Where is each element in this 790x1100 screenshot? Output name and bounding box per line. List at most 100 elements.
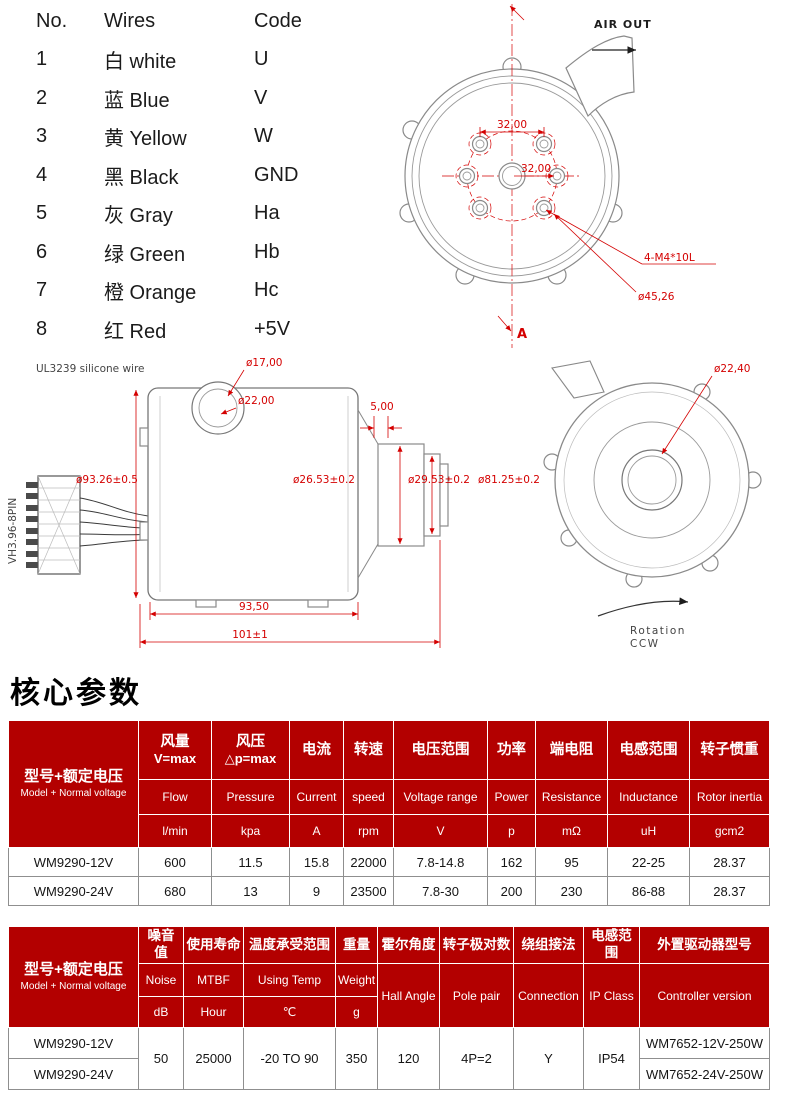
th-weight: 重量 bbox=[335, 926, 378, 964]
th-mtbf: 使用寿命 bbox=[183, 926, 244, 964]
dim-inlet-outer-dia: ø22,00 bbox=[238, 395, 274, 407]
model-header-en: Model + Normal voltage bbox=[20, 981, 127, 993]
data-cell: IP54 bbox=[583, 1027, 640, 1090]
th-mtbf-unit: Hour bbox=[183, 996, 244, 1028]
th-voltage-unit: V bbox=[393, 814, 488, 848]
th-temp-en: Using Temp bbox=[243, 963, 336, 997]
volute-body bbox=[404, 35, 635, 284]
wire-name: 绿 Green bbox=[104, 243, 186, 266]
th-model: 型号+额定电压 Model + Normal voltage bbox=[8, 720, 139, 848]
model-cell: WM9290-12V bbox=[8, 1027, 139, 1059]
data-cell: 13 bbox=[211, 876, 290, 906]
data-cell: 7.8-14.8 bbox=[393, 847, 488, 877]
table-row: WM9290-24V WM7652-24V-250W bbox=[8, 1058, 770, 1090]
th-hall: 霍尔角度 bbox=[377, 926, 440, 964]
th-voltage-en: Voltage range bbox=[393, 779, 488, 815]
dim-shaft-dia: ø26.53±0.2 bbox=[293, 474, 355, 486]
dim-flange-dia: ø29.53±0.2 bbox=[408, 474, 470, 486]
dim-can-dia: ø81.25±0.2 bbox=[478, 474, 540, 486]
th-power-en: Power bbox=[487, 779, 536, 815]
th-flow-en: Flow bbox=[138, 779, 212, 815]
wire-no: 4 bbox=[36, 163, 48, 186]
th-pressure-unit: kpa bbox=[211, 814, 290, 848]
data-cell: Y bbox=[513, 1027, 584, 1090]
model-cell: WM9290-24V bbox=[8, 876, 139, 906]
wire-name: 灰 Gray bbox=[104, 205, 173, 228]
data-cell: 11.5 bbox=[211, 847, 290, 877]
data-cell: 15.8 bbox=[289, 847, 344, 877]
section-a-label: A bbox=[517, 327, 527, 342]
wire-col-wires-header: Wires bbox=[104, 9, 156, 32]
pump-body-side bbox=[133, 381, 449, 608]
th-inductance-en: Inductance bbox=[607, 779, 690, 815]
table-row: WM9290-24V 680 13 9 23500 7.8-30 200 230… bbox=[8, 876, 770, 906]
rotation-direction-label: CCW bbox=[630, 638, 660, 650]
inlet-port bbox=[191, 381, 245, 435]
bolt-circle-dia-label: ø45,26 bbox=[638, 291, 675, 303]
section-marks: A bbox=[497, 5, 527, 342]
air-out-annotation: AIR OUT bbox=[592, 18, 652, 54]
wire-legend-header: No. Wires Code bbox=[36, 2, 350, 41]
th-flow-unit: l/min bbox=[138, 814, 212, 848]
wire-no: 6 bbox=[36, 240, 48, 263]
screw-spec-callout: 4-M4*10L bbox=[545, 209, 716, 265]
rear-outlet-stub bbox=[551, 360, 605, 399]
model-header-zh: 型号+额定电压 bbox=[24, 961, 123, 979]
air-outlet bbox=[565, 35, 635, 118]
th-ipclass: 电感范围 bbox=[583, 926, 640, 964]
front-view-drawing: AIR OUT 32,00 32,00 bbox=[399, 4, 716, 348]
air-out-label: AIR OUT bbox=[594, 18, 652, 31]
table-row: WM9290-12V 600 11.5 15.8 22000 7.8-14.8 … bbox=[8, 847, 770, 877]
wire-name: 白 white bbox=[104, 51, 177, 74]
wire-no: 8 bbox=[36, 317, 48, 340]
data-cell: 28.37 bbox=[689, 847, 770, 877]
side-dimensions: ø17,00 ø22,00 5,00 ø93.26±0.5 ø26.53±0.2… bbox=[76, 357, 540, 648]
data-cell: 23500 bbox=[343, 876, 394, 906]
data-cell: 200 bbox=[487, 876, 536, 906]
environment-table: 型号+额定电压 Model + Normal voltage 噪音值 使用寿命 … bbox=[8, 926, 770, 1090]
data-cell: 230 bbox=[535, 876, 608, 906]
th-inertia-en: Rotor inertia bbox=[689, 779, 770, 815]
data-cell: 86-88 bbox=[607, 876, 690, 906]
th-controller: 外置驱动器型号 bbox=[639, 926, 770, 964]
rear-view: ø22,40 Rotation CCW bbox=[543, 360, 762, 650]
wire-row: 4 黑 Black GND bbox=[36, 156, 350, 195]
wire-row: 1 白 white U bbox=[36, 41, 350, 80]
dimension-hole-pitch-vertical: 32,00 bbox=[514, 163, 554, 179]
th-inductance: 电感范围 bbox=[607, 720, 690, 780]
th-model: 型号+额定电压 Model + Normal voltage bbox=[8, 926, 139, 1028]
data-cell: 4P=2 bbox=[439, 1027, 514, 1090]
rotation-arrow bbox=[597, 597, 689, 617]
wire-name: 黑 Black bbox=[104, 166, 179, 189]
wire-name: 红 Red bbox=[104, 320, 167, 343]
dim-hole-pitch-v: 32,00 bbox=[521, 163, 551, 175]
th-pressure: 风压△p=max bbox=[211, 720, 290, 780]
data-cell: 95 bbox=[535, 847, 608, 877]
th-current-unit: A bbox=[289, 814, 344, 848]
controller-cell: WM7652-12V-250W bbox=[639, 1027, 770, 1059]
wire-row: 5 灰 Gray Ha bbox=[36, 195, 350, 234]
th-mtbf-en: MTBF bbox=[183, 963, 244, 997]
wire-col-code-header: Code bbox=[254, 9, 302, 32]
wire-spec-label: UL3239 silicone wire bbox=[36, 363, 145, 375]
wire-no: 1 bbox=[36, 48, 48, 71]
dim-hole-pitch-h: 32,00 bbox=[497, 119, 527, 131]
th-current: 电流 bbox=[289, 720, 344, 780]
th-power: 功率 bbox=[487, 720, 536, 780]
th-voltage: 电压范围 bbox=[393, 720, 488, 780]
wire-row: 3 黄 Yellow W bbox=[36, 118, 350, 157]
connector-label: VH3.96-8PIN bbox=[7, 498, 19, 564]
data-cell: 120 bbox=[377, 1027, 440, 1090]
th-inductance-unit: uH bbox=[607, 814, 690, 848]
wire-name: 橙 Orange bbox=[104, 282, 197, 305]
lead-wires bbox=[79, 497, 149, 547]
bolt-circle-callout: ø45,26 bbox=[553, 213, 675, 303]
wire-code: Hc bbox=[254, 279, 279, 302]
model-cell: WM9290-12V bbox=[8, 847, 139, 877]
th-speed: 转速 bbox=[343, 720, 394, 780]
wire-no: 2 bbox=[36, 86, 48, 109]
data-cell: -20 TO 90 bbox=[243, 1027, 336, 1090]
wire-code: W bbox=[254, 125, 273, 148]
